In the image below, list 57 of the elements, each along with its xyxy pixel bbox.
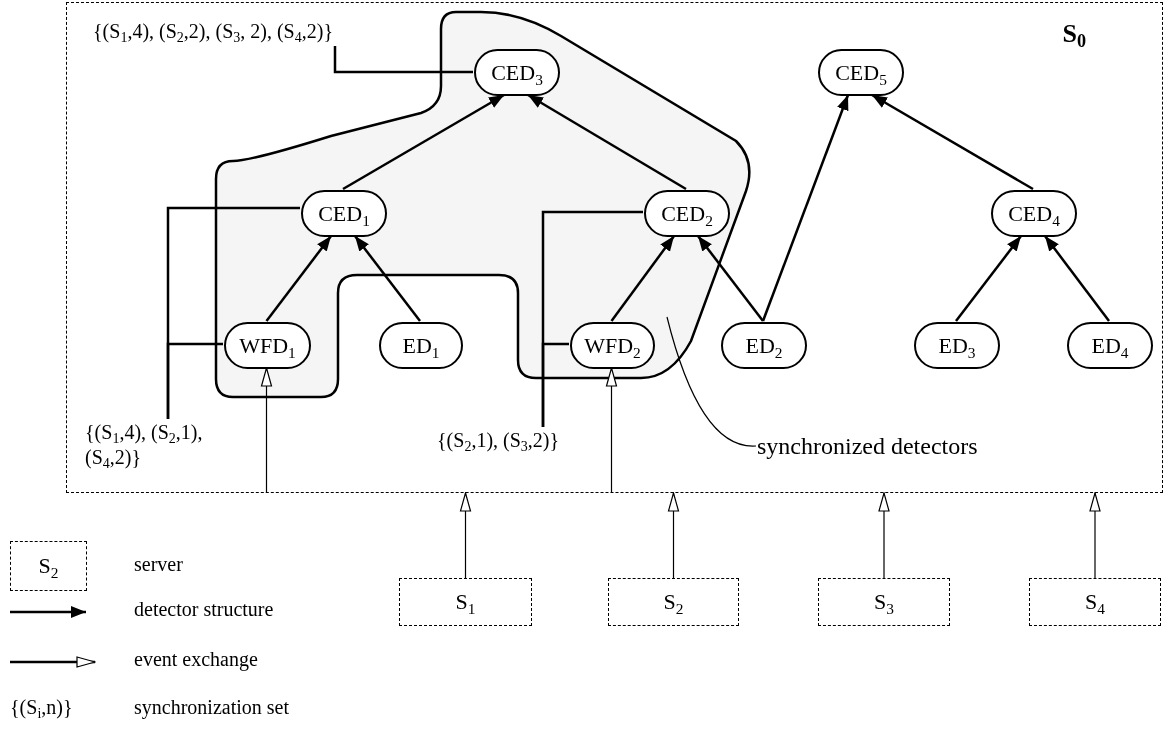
- event-arrow: [459, 492, 472, 579]
- detector-label: WFD$_{1}$: [239, 332, 296, 359]
- detector-node: [1067, 322, 1153, 369]
- legend-label: detector structure: [134, 598, 274, 621]
- detector-node: [379, 322, 463, 369]
- detector-node: [914, 322, 1000, 369]
- legend-label: event exchange: [134, 648, 258, 671]
- detector-arrow: [1044, 235, 1110, 322]
- leader-line: [333, 46, 473, 74]
- detector-node: [721, 322, 807, 369]
- detector-label: ED$_{3}$: [938, 332, 976, 359]
- detector-label: ED$_{2}$: [745, 332, 783, 359]
- detector-arrow: [955, 235, 1022, 322]
- detector-label: WFD$_{2}$: [584, 332, 641, 359]
- detector-node: [991, 190, 1077, 237]
- legend-label: synchronization set: [134, 696, 289, 719]
- detector-node: [818, 49, 904, 96]
- server-label: S$_{0}$: [1062, 19, 1086, 49]
- detector-label: ED$_{1}$: [402, 332, 440, 359]
- server-box: [608, 578, 739, 626]
- detector-label: CED$_{3}$: [491, 59, 543, 86]
- detector-arrow: [527, 93, 687, 191]
- detector-arrow: [354, 235, 421, 322]
- server-label: S$_{3}$: [874, 589, 894, 615]
- server-label: S$_{2}$: [663, 589, 684, 615]
- detector-arrow: [342, 93, 505, 191]
- leader-line: [666, 316, 757, 447]
- server-box: [399, 578, 532, 626]
- server-label: S$_{1}$: [455, 589, 476, 615]
- detector-label: CED$_{2}$: [661, 200, 713, 227]
- detector-arrow: [265, 235, 332, 322]
- sync-set-label: {(S$_{2}$,1), (S$_{3}$,2)}: [437, 429, 560, 451]
- leader-line: [541, 342, 569, 427]
- event-arrow: [605, 367, 618, 494]
- event-arrow: [260, 367, 273, 494]
- legend-sample-label: {(S$_{i}$,n)}: [10, 696, 73, 719]
- detector-arrow: [761, 94, 850, 322]
- legend-label: server: [134, 553, 183, 576]
- sync-set-label: {(S$_{1}$,4), (S$_{2}$,2), (S$_{3}$, 2), (S$_{4}$,2)}: [93, 20, 333, 42]
- server-box: [1029, 578, 1161, 626]
- legend-sample-label: S$_{2}$: [38, 553, 59, 579]
- detector-arrow: [697, 235, 764, 322]
- server-box: [818, 578, 950, 626]
- detector-label: CED$_{4}$: [1008, 200, 1060, 227]
- detector-label: CED$_{1}$: [318, 200, 370, 227]
- event-arrow: [1089, 492, 1101, 579]
- detector-arrow: [871, 93, 1034, 191]
- server-boundary: [66, 2, 1163, 493]
- leader-line: [166, 342, 223, 419]
- event-arrow: [878, 492, 890, 579]
- detector-label: CED$_{5}$: [835, 59, 887, 86]
- server-label: S$_{4}$: [1085, 589, 1105, 615]
- sync-set-label: {(S$_{1}$,4), (S$_{2}$,1), (S$_{4}$,2)}: [85, 421, 203, 468]
- annotation-label: synchronized detectors: [757, 433, 978, 459]
- detector-arrow: [610, 235, 675, 322]
- detector-label: ED$_{4}$: [1091, 332, 1129, 359]
- event-arrow: [667, 492, 680, 579]
